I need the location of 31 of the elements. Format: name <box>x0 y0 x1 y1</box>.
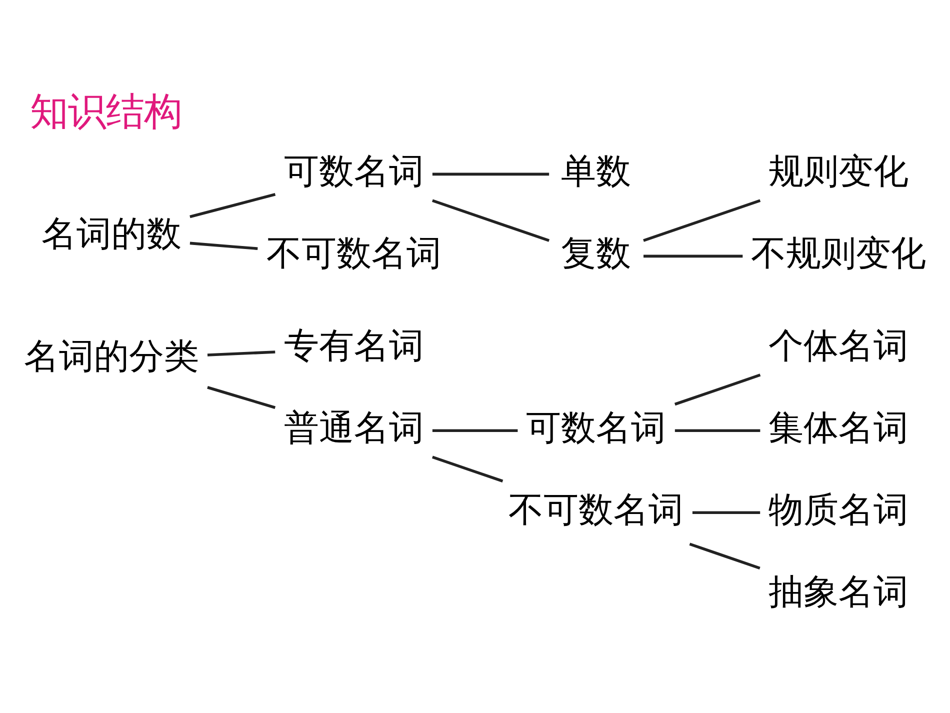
connector <box>644 254 743 258</box>
node-text: 抽象名词 <box>768 572 909 612</box>
node-text: 名词的分类 <box>24 336 199 377</box>
node-text: 物质名词 <box>768 490 909 530</box>
connector <box>207 350 276 356</box>
connector <box>674 374 761 406</box>
node-text: 普通名词 <box>284 408 424 448</box>
node-text: 复数 <box>561 234 632 274</box>
node-text: 不可数名词 <box>508 490 684 530</box>
connector <box>207 386 276 409</box>
connector <box>674 429 760 432</box>
node-text: 个体名词 <box>768 326 909 366</box>
node-text: 可数名词 <box>526 408 666 448</box>
node-text: 可数名词 <box>284 152 424 192</box>
connector <box>692 511 760 514</box>
node-text: 不规则变化 <box>751 234 926 274</box>
connector <box>432 172 550 176</box>
diagram-title: 知识结构 <box>30 90 182 135</box>
connector <box>643 199 761 242</box>
connector <box>190 193 276 218</box>
node-text: 名词的数 <box>41 214 182 255</box>
node-text: 单数 <box>561 152 632 192</box>
node-text: 规则变化 <box>768 152 909 192</box>
connector <box>689 542 760 570</box>
node-text: 不可数名词 <box>266 234 442 274</box>
connector <box>190 242 258 250</box>
connector <box>432 199 550 242</box>
node-text: 集体名词 <box>768 408 909 448</box>
connector <box>432 429 518 432</box>
node-text: 专有名词 <box>284 326 424 366</box>
connector <box>432 456 504 482</box>
